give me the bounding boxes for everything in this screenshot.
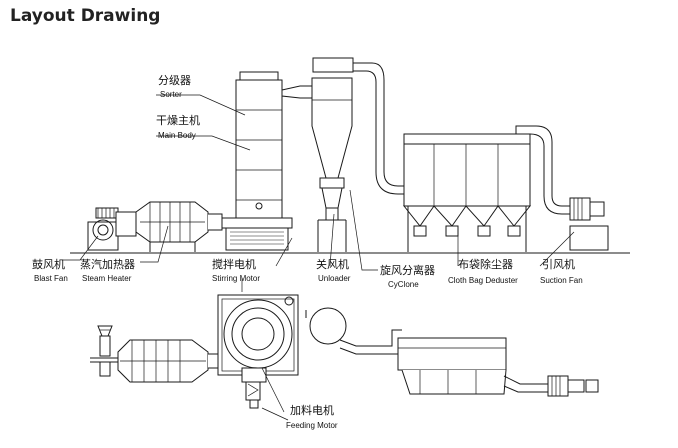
label-cloth-bag-deduster: 布袋除尘器 Cloth Bag Deduster	[448, 257, 518, 285]
label-stirring-motor: 搅拌电机 Stirring Motor	[212, 257, 260, 283]
main-body-cn: 干燥主机	[156, 113, 200, 127]
main-body-tower	[221, 71, 313, 251]
cyclone-leader	[349, 189, 378, 271]
sorter-en: Sorter	[160, 90, 182, 99]
sorter-cn: 分级器	[158, 74, 191, 87]
label-cyclone: 旋风分离器 CyClone	[380, 263, 435, 289]
label-feeding-motor: 加料电机 Feeding Motor	[286, 403, 338, 430]
cloth-bag-deduster-unit	[402, 125, 570, 252]
suction-fan-en: Suction Fan	[540, 276, 583, 285]
label-main-body: 干燥主机 Main Body	[156, 113, 200, 140]
label-blast-fan: 鼓风机 Blast Fan	[32, 257, 68, 283]
plan-view	[90, 278, 599, 421]
feeding-motor-cn: 加料电机	[290, 403, 334, 417]
label-suction-fan: 引风机 Suction Fan	[540, 257, 583, 285]
steam-heater-leader	[140, 225, 169, 263]
label-steam-heater: 蒸汽加热器 Steam Heater	[80, 257, 135, 283]
blast-fan-leader	[62, 235, 99, 261]
main-body-leader	[156, 135, 251, 151]
steam-heater-unit	[135, 201, 223, 252]
stirring-motor-leader	[275, 237, 293, 267]
suction-fan-leader	[539, 231, 575, 267]
feeding-motor-leader	[261, 407, 289, 421]
sorter-leader	[156, 94, 246, 116]
main-body-en: Main Body	[158, 131, 196, 140]
stirring-motor-cn: 搅拌电机	[212, 257, 256, 271]
blast-fan-unit	[87, 207, 137, 251]
suction-fan-cn: 引风机	[542, 257, 575, 271]
cyclone-en: CyClone	[388, 280, 419, 289]
page-title: Layout Drawing	[10, 6, 161, 26]
feeding-motor-en: Feeding Motor	[286, 421, 338, 430]
suction-fan-unit	[569, 197, 609, 251]
steam-heater-cn: 蒸汽加热器	[80, 257, 135, 271]
elevation-view	[62, 57, 630, 271]
blast-fan-en: Blast Fan	[34, 274, 68, 283]
stirring-motor-en: Stirring Motor	[212, 274, 260, 283]
cloth-bag-en: Cloth Bag Deduster	[448, 276, 518, 285]
cyclone-cn: 旋风分离器	[380, 263, 435, 277]
label-sorter: 分级器 Sorter	[158, 74, 191, 99]
unloader-leader	[329, 213, 335, 267]
unloader-cn: 关风机	[316, 257, 349, 271]
cyclone-unit	[311, 57, 412, 252]
blast-fan-cn: 鼓风机	[32, 257, 65, 271]
unloader-en: Unloader	[318, 274, 351, 283]
cloth-bag-cn: 布袋除尘器	[458, 257, 513, 271]
steam-heater-en: Steam Heater	[82, 274, 132, 283]
label-unloader: 关风机 Unloader	[316, 257, 351, 283]
